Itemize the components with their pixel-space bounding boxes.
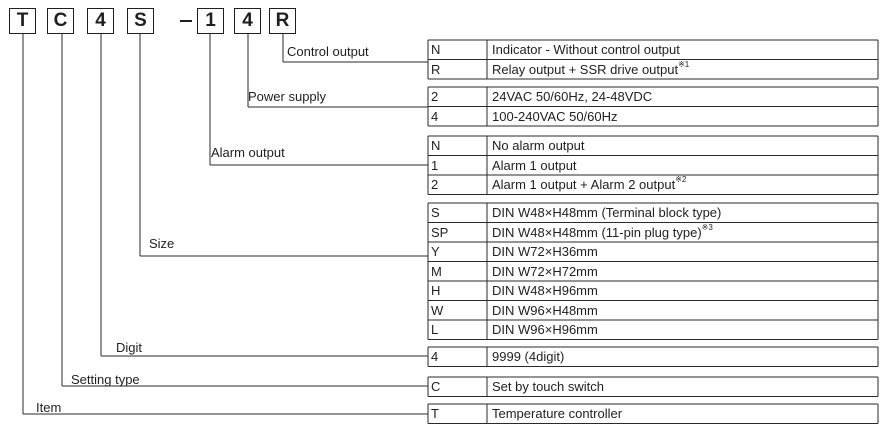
option-code: H xyxy=(431,283,441,298)
option-description: DIN W96×H48mm xyxy=(489,301,598,320)
option-code: L xyxy=(431,322,439,337)
option-code: 4 xyxy=(431,349,439,364)
option-description-text: No alarm output xyxy=(492,138,585,153)
label-item: Item xyxy=(36,400,62,415)
option-description: Temperature controller xyxy=(489,404,622,423)
code-separator-dash xyxy=(180,20,192,22)
label-alarm-output: Alarm output xyxy=(211,145,285,160)
code-box-setting-type: C xyxy=(47,8,74,34)
option-description-text: Temperature controller xyxy=(492,406,623,421)
label-power-supply: Power supply xyxy=(248,89,327,104)
label-digit: Digit xyxy=(116,340,143,355)
option-description: DIN W48×H48mm (Terminal block type) xyxy=(489,203,721,222)
option-description: Alarm 1 output + Alarm 2 output※2 xyxy=(489,175,686,194)
option-description-text: Alarm 1 output + Alarm 2 output xyxy=(492,177,676,192)
option-code: 2 xyxy=(431,177,439,192)
option-description: Relay output + SSR drive output※1 xyxy=(489,60,689,79)
option-code: W xyxy=(431,302,444,318)
option-description: Indicator - Without control output xyxy=(489,40,680,59)
option-code: 2 xyxy=(431,89,439,104)
option-description: DIN W72×H72mm xyxy=(489,262,598,281)
option-description: 24VAC 50/60Hz, 24-48VDC xyxy=(489,87,652,106)
option-code: S xyxy=(431,205,440,220)
option-code: M xyxy=(431,263,442,279)
option-description-text: Relay output + SSR drive output xyxy=(492,61,679,77)
option-code: 1 xyxy=(431,157,439,173)
footnote-mark: ※1 xyxy=(678,59,690,69)
option-description: No alarm output xyxy=(489,136,585,155)
label-size: Size xyxy=(149,236,175,251)
option-description-text: Indicator - Without control output xyxy=(492,42,680,57)
option-description: 100-240VAC 50/60Hz xyxy=(489,107,618,126)
option-description: 9999 (4digit) xyxy=(489,347,564,366)
option-description-text: DIN W48×H48mm (11-pin plug type) xyxy=(492,224,702,240)
option-description-text: DIN W72×H36mm xyxy=(492,244,598,259)
code-box-digit: 4 xyxy=(87,8,114,34)
option-code: N xyxy=(431,138,441,153)
option-description: DIN W96×H96mm xyxy=(489,320,598,339)
option-code: C xyxy=(431,379,441,394)
option-code: 4 xyxy=(431,108,439,124)
option-description-text: DIN W96×H96mm xyxy=(492,322,598,337)
option-code: R xyxy=(431,61,441,77)
code-box-control-output: R xyxy=(269,8,296,34)
option-description-text: 9999 (4digit) xyxy=(492,349,565,364)
code-box-power-supply: 4 xyxy=(234,8,261,34)
option-description-text: DIN W96×H48mm xyxy=(492,302,598,318)
option-description-text: DIN W48×H96mm xyxy=(492,283,598,298)
option-code: T xyxy=(431,406,439,421)
code-box-item: T xyxy=(9,8,36,34)
option-description: DIN W48×H48mm (11-pin plug type)※3 xyxy=(489,223,713,242)
option-description-text: DIN W48×H48mm (Terminal block type) xyxy=(492,205,722,220)
option-description-text: 24VAC 50/60Hz, 24-48VDC xyxy=(492,89,653,104)
code-box-size: S xyxy=(127,8,154,34)
option-description-text: 100-240VAC 50/60Hz xyxy=(492,108,618,124)
option-description: Alarm 1 output xyxy=(489,156,577,175)
option-description-text: Alarm 1 output xyxy=(492,157,577,173)
footnote-mark: ※2 xyxy=(675,175,687,184)
code-box-alarm-output: 1 xyxy=(197,8,224,34)
option-description: DIN W48×H96mm xyxy=(489,281,598,300)
label-setting-type: Setting type xyxy=(71,372,140,387)
option-code: SP xyxy=(431,224,449,240)
option-code: Y xyxy=(431,244,440,259)
label-control-output: Control output xyxy=(287,44,369,59)
option-description-text: DIN W72×H72mm xyxy=(492,263,598,279)
footnote-mark: ※3 xyxy=(701,222,713,232)
option-description-text: Set by touch switch xyxy=(492,379,604,394)
option-code: N xyxy=(431,42,441,57)
option-description: Set by touch switch xyxy=(489,377,604,396)
option-description: DIN W72×H36mm xyxy=(489,242,598,261)
